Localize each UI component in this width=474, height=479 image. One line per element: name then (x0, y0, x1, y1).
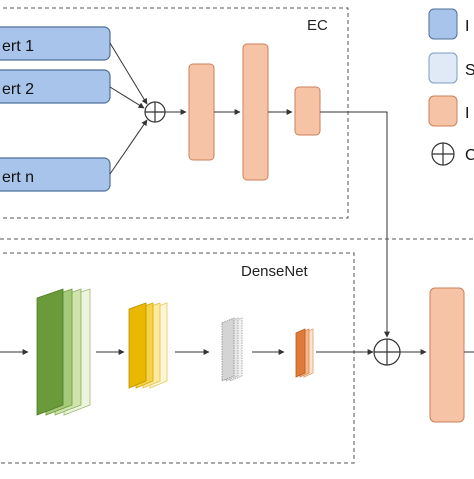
legend-item-layer: I (428, 95, 469, 127)
legend-label-1: I (465, 18, 469, 35)
ec-output-route (320, 111, 390, 338)
ec-layer-3 (294, 86, 321, 136)
densenet-panel (0, 252, 355, 464)
legend-item-s: S (428, 52, 474, 84)
legend-item-concat: C (431, 142, 474, 166)
densenet-title: DenseNet (241, 263, 309, 280)
densenet-block-green (36, 288, 91, 416)
expert-label-1: ert 1 (2, 38, 34, 55)
densenet-block-yellow (128, 302, 168, 389)
expert-label-2: ert 2 (2, 81, 34, 98)
fusion-concat-symbol (373, 338, 401, 366)
legend-label-2: S (465, 62, 474, 79)
expert-box-1: ert 1 (0, 26, 111, 61)
expert-box-2: ert 2 (0, 69, 111, 104)
ec-title: EC (307, 17, 328, 34)
final-layer (429, 287, 465, 423)
ec-layer-2 (242, 43, 269, 181)
legend: I S I C (428, 8, 474, 166)
arrow-expert2-concat (109, 86, 145, 109)
legend-label-4: C (465, 147, 474, 164)
expert-box-n: ert n (0, 157, 111, 192)
densenet-block-gray (221, 317, 243, 382)
densenet-block-orange (295, 328, 314, 378)
ec-layer-1 (188, 63, 215, 161)
ec-concat-symbol (144, 101, 166, 123)
expert-label-n: ert n (2, 169, 34, 186)
arrow-expert1-concat (109, 42, 148, 105)
legend-label-3: I (465, 105, 469, 122)
arrow-expertn-concat (109, 119, 148, 175)
legend-item-input: I (428, 8, 469, 40)
ec-panel (0, 7, 349, 219)
